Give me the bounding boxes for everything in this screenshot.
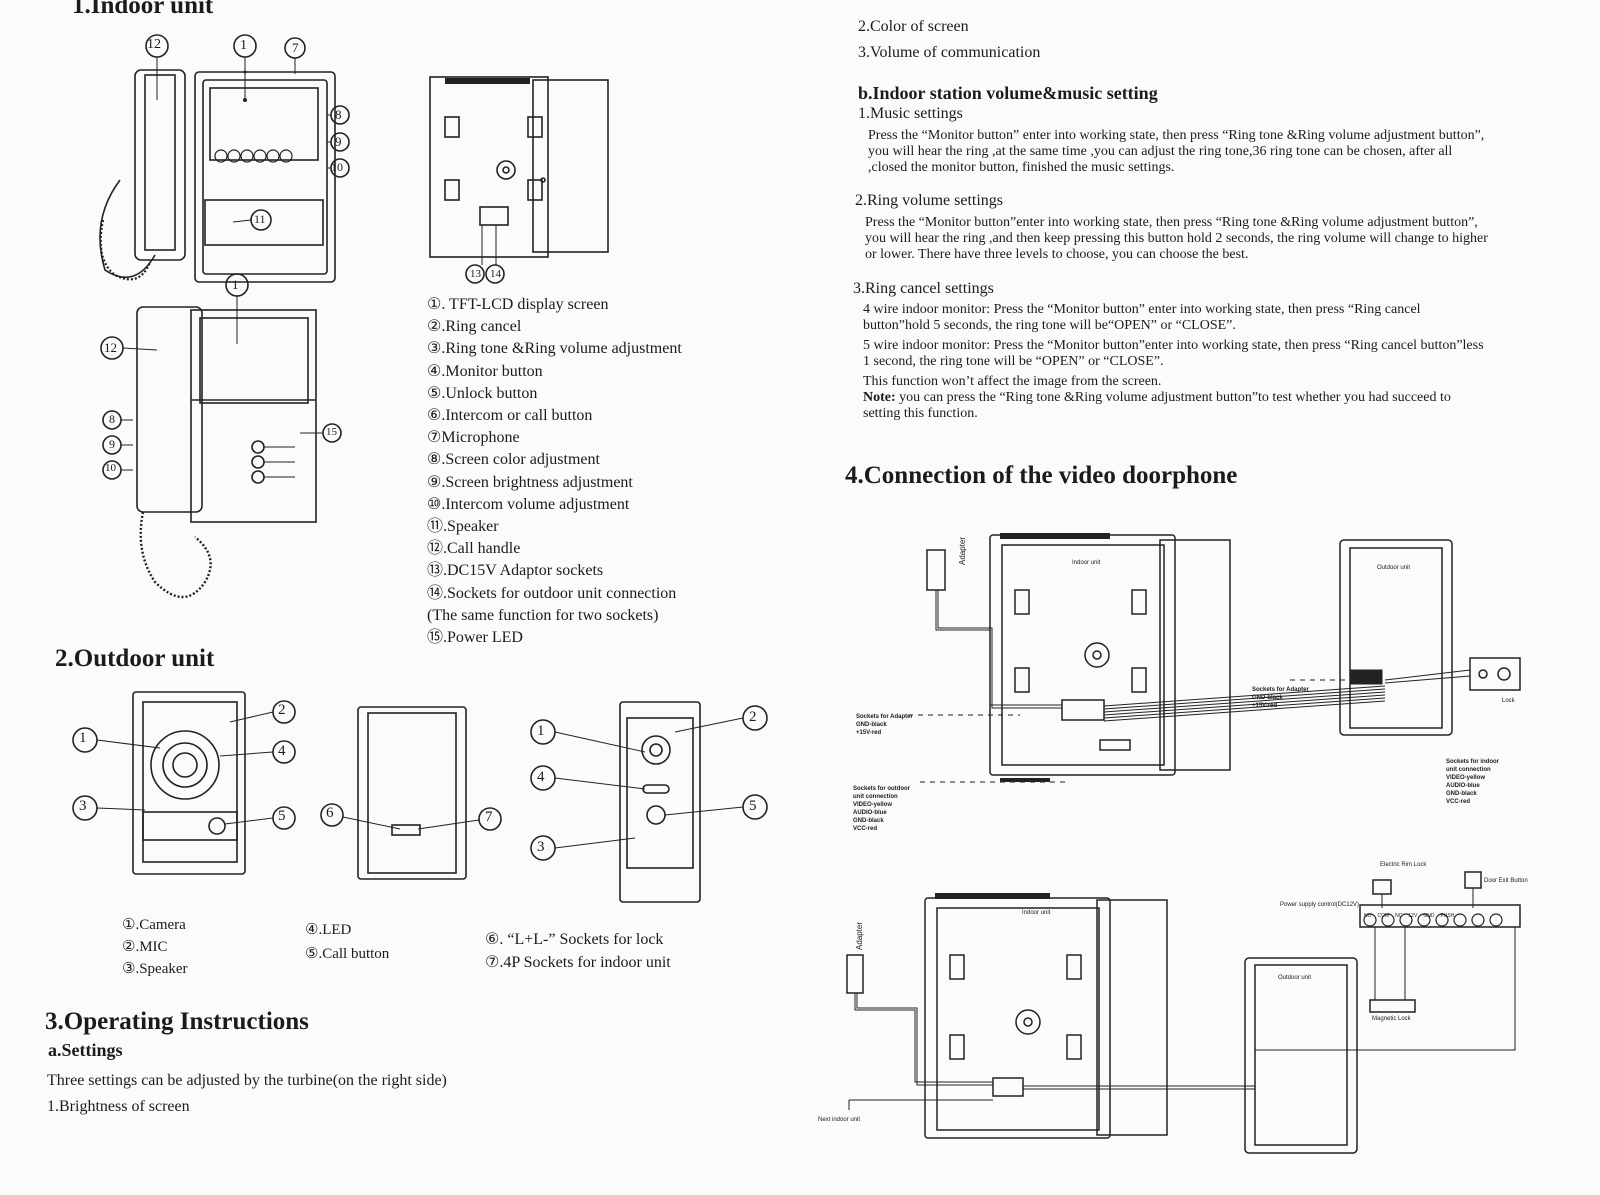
outdoor-legend-b: ④.LED ⑤.Call button — [305, 922, 390, 962]
legend-item: ⑤.Unlock button — [427, 384, 538, 402]
outdoor-side-callout-2: 2 — [749, 709, 757, 725]
legend-item: ③.Ring tone &Ring volume adjustment — [427, 340, 682, 358]
settings-item-2: 2.Color of screen — [858, 18, 969, 35]
legend-item: ⑧.Screen color adjustment — [427, 451, 600, 469]
outdoor-callout-2: 2 — [278, 702, 286, 718]
callout-1: 1 — [240, 38, 247, 53]
callout-9: 9 — [335, 134, 342, 149]
lock-label: Lock — [1502, 698, 1515, 704]
ring-volume-title: 2.Ring volume settings — [855, 192, 1003, 209]
legend-item: ⑨.Screen brightness adjustment — [427, 473, 633, 491]
settings-item-3: 3.Volume of communication — [858, 44, 1041, 61]
legend-item: ⑬.DC15V Adaptor sockets — [427, 562, 604, 580]
callout-12-second: 12 — [104, 340, 117, 355]
legend-item: ⑭.Sockets for outdoor unit connection — [427, 584, 677, 602]
settings-item-1: 1.Brightness of screen — [47, 1098, 190, 1115]
connection-diagram-bottom — [846, 871, 1521, 1154]
callout-10-second: 10 — [105, 462, 116, 474]
callout-12: 12 — [147, 37, 161, 52]
outdoor-callout-3: 3 — [79, 798, 87, 814]
legend-item: ⑫.Call handle — [427, 540, 521, 558]
indoor-unit-label-top: Indoor unit — [1072, 560, 1101, 566]
callout-14: 14 — [490, 268, 501, 280]
music-settings-title: 1.Music settings — [858, 105, 963, 122]
electric-rim-lock-label: Electric Rim Lock — [1380, 862, 1427, 868]
note-text: you can press the “Ring tone &Ring volum… — [863, 390, 1451, 421]
outdoor-side-callout-3: 3 — [537, 839, 545, 855]
callout-15: 15 — [326, 426, 337, 438]
outdoor-unit-label-bottom: Outdoor unit — [1278, 975, 1312, 981]
legend-item: ⑪.Speaker — [427, 518, 499, 536]
callout-7: 7 — [292, 40, 299, 55]
legend-item: ②.Ring cancel — [427, 318, 522, 336]
magnetic-lock-label: Magnetic Lock — [1372, 1016, 1411, 1022]
legend-item: (The same function for two sockets) — [427, 606, 659, 624]
outdoor-side-callout-4: 4 — [537, 769, 545, 785]
legend-item: ⑦Microphone — [427, 429, 520, 447]
note-label: Note: — [863, 390, 896, 405]
adapter-label-bottom: Adapter — [855, 921, 864, 950]
ring-volume-text: Press the “Monitor button”enter into wor… — [865, 215, 1488, 262]
callout-10: 10 — [331, 160, 343, 174]
outdoor-callout-4: 4 — [278, 743, 286, 759]
ring-cancel-5wire-text: 5 wire indoor monitor: Press the “Monito… — [863, 338, 1484, 369]
operating-instructions-heading: 3.Operating Instructions — [45, 1008, 309, 1035]
volume-music-heading: b.Indoor station volume&music setting — [858, 83, 1158, 103]
outdoor-side-callout-1: 1 — [537, 723, 545, 739]
callout-13: 13 — [470, 268, 481, 280]
outdoor-side-callout-5: 5 — [749, 798, 757, 814]
callout-11: 11 — [254, 212, 266, 226]
legend-item: ④.Monitor button — [427, 362, 543, 380]
indoor-legend: ①. TFT-LCD display screen ②.Ring cancel … — [427, 294, 682, 649]
settings-text: Three settings can be adjusted by the tu… — [47, 1072, 447, 1089]
callout-8-second: 8 — [109, 412, 115, 426]
settings-heading: a.Settings — [48, 1040, 123, 1060]
music-settings-text: Press the “Monitor button” enter into wo… — [868, 128, 1485, 175]
connection-heading: 4.Connection of the video doorphone — [845, 462, 1238, 489]
outdoor-legend-c: ⑥. “L+L-” Sockets for lock ⑦.4P Sockets … — [485, 931, 671, 971]
note-paragraph: Note: you can press the “Ring tone &Ring… — [863, 390, 1488, 422]
indoor-unit-heading: 1.Indoor unit — [72, 0, 214, 19]
outdoor-callout-5: 5 — [278, 808, 286, 824]
outdoor-unit-label-top: Outdoor unit — [1377, 565, 1411, 571]
outdoor-legend-a: ①.Camera ②.MIC ③.Speaker — [122, 917, 188, 977]
ring-cancel-title: 3.Ring cancel settings — [853, 280, 994, 297]
ring-cancel-4wire-text: 4 wire indoor monitor: Press the “Monito… — [863, 302, 1421, 333]
next-indoor-unit-label: Next indoor unit — [818, 1117, 861, 1123]
outdoor-unit-heading: 2.Outdoor unit — [55, 645, 215, 672]
indoor-unit-label-bottom: Indoor unit — [1022, 910, 1051, 916]
indoor-unit-second-drawing — [100, 273, 342, 599]
outdoor-unit-back-drawing — [320, 706, 502, 880]
power-supply-label: Power supply control(DC12V) — [1280, 902, 1360, 908]
outdoor-callout-6: 6 — [326, 805, 334, 821]
legend-item: ⑩.Intercom volume adjustment — [427, 495, 630, 513]
adapter-label-top: Adapter — [958, 536, 967, 565]
door-exit-button-label: Door Exit Button — [1484, 878, 1528, 884]
outdoor-callout-1: 1 — [79, 730, 87, 746]
legend-item: ⑮.Power LED — [427, 629, 523, 647]
connection-diagram-top — [908, 533, 1521, 783]
outdoor-unit-side-drawing — [530, 701, 768, 903]
indoor-unit-front-drawing — [99, 34, 350, 283]
legend-item: ⑥.Intercom or call button — [427, 407, 593, 425]
callout-9-second: 9 — [109, 437, 115, 451]
outdoor-callout-7: 7 — [485, 809, 493, 825]
ring-cancel-note: This function won’t affect the image fro… — [863, 374, 1162, 389]
callout-8: 8 — [335, 107, 342, 122]
callout-1-second: 1 — [232, 277, 239, 292]
indoor-back-plate-drawing — [429, 76, 609, 284]
outdoor-unit-front-drawing — [72, 691, 296, 875]
legend-item: ①. TFT-LCD display screen — [427, 296, 609, 313]
